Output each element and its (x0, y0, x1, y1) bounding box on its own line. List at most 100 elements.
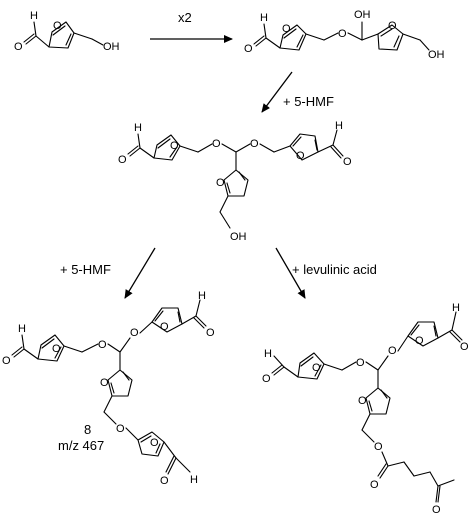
bond (179, 145, 199, 153)
arrow-step3-right (275, 247, 306, 299)
furan-ring (223, 169, 249, 197)
bond (35, 35, 50, 48)
furan-ring (48, 21, 75, 49)
furan-ring (37, 334, 65, 362)
oxygen-label: O (312, 362, 321, 374)
oxygen-label: O (374, 441, 383, 453)
bond (197, 143, 213, 153)
arrow-step3-left (124, 247, 156, 299)
bond (332, 129, 338, 146)
bond (273, 366, 285, 376)
oxygen-label: O (262, 373, 271, 385)
furan-ring (279, 24, 307, 51)
furan-ring (153, 134, 181, 161)
bond (292, 136, 302, 147)
bond (259, 143, 275, 153)
oxygen-label: O (432, 504, 441, 516)
molecule-dimer-hemiacetal: O O H O OH O OH (244, 9, 445, 61)
bond (435, 485, 439, 503)
bond (429, 471, 439, 487)
bond (33, 21, 37, 37)
bond (433, 325, 437, 337)
bond (65, 33, 72, 46)
bond (380, 28, 393, 37)
oxygen-label: O (14, 41, 23, 53)
bond (165, 455, 175, 473)
bond (167, 457, 177, 475)
hydroxyl-label: OH (230, 231, 247, 243)
bond (169, 146, 178, 158)
arrow-step2 (261, 71, 293, 113)
bond (283, 28, 297, 39)
bond (296, 34, 304, 48)
bond (271, 364, 283, 374)
oxygen-label: O (100, 377, 109, 389)
bond (122, 371, 130, 381)
hydrogen-label: H (452, 302, 460, 314)
bond (273, 355, 285, 368)
bond (23, 348, 39, 360)
bond (226, 182, 231, 194)
oxygen-label: O (250, 138, 259, 150)
bond (283, 366, 299, 378)
hydrogen-label: H (264, 348, 272, 360)
bond (410, 324, 420, 336)
bond (341, 361, 357, 371)
bond (193, 317, 205, 329)
oxygen-label: O (130, 327, 139, 339)
bond (23, 33, 35, 43)
arrow-label-5hmf-left: + 5-HMF (60, 262, 111, 277)
bond (323, 363, 343, 371)
hydrogen-label: H (134, 122, 142, 134)
bond (107, 343, 121, 353)
oxygen-label: O (170, 140, 179, 152)
bond (137, 133, 141, 149)
bond (263, 23, 267, 39)
bond (195, 299, 201, 317)
bond (103, 411, 117, 425)
bond (377, 355, 389, 371)
oxygen-label: O (356, 357, 365, 369)
bond (103, 395, 113, 413)
hydroxyl-label: OH (103, 41, 120, 53)
oxygen-label: O (98, 339, 107, 351)
bond (365, 361, 379, 371)
oxygen-label: O (244, 43, 253, 55)
furan-ring (137, 431, 165, 457)
bond (175, 457, 191, 473)
molecule-5-hmf: O O H OH (14, 10, 120, 53)
bond (91, 38, 104, 46)
bond (255, 37, 267, 47)
bond (361, 429, 375, 443)
oxygen-label: O (388, 345, 397, 357)
bond (368, 400, 373, 412)
bond (347, 32, 363, 41)
hydrogen-label: H (30, 10, 38, 22)
molecule-trimer: O O H O O O O H O OH (118, 120, 352, 243)
bond (323, 32, 339, 41)
bond (177, 311, 181, 323)
bond (155, 443, 161, 454)
hydroxyl-label: OH (428, 49, 445, 61)
oxygen-label: O (52, 343, 61, 355)
bond (52, 25, 66, 36)
bond (119, 337, 131, 353)
oxygen-label: O (282, 23, 291, 35)
furan-ring (365, 387, 391, 415)
bond (110, 382, 115, 394)
oxygen-label: O (343, 156, 352, 168)
oxygen-label: O (338, 28, 347, 40)
bond (54, 346, 62, 359)
bond (219, 211, 231, 229)
bond (221, 143, 237, 153)
bond (387, 461, 405, 467)
oxygen-label: O (160, 475, 169, 487)
oxygen-label: O (53, 20, 62, 32)
bond (330, 146, 342, 159)
furan-ring (407, 321, 439, 347)
oxygen-label: O (118, 154, 127, 166)
hydrogen-label: H (190, 474, 198, 486)
bond (129, 147, 141, 157)
hydrogen-label: H (198, 290, 206, 302)
oxygen-label: O (116, 423, 125, 435)
